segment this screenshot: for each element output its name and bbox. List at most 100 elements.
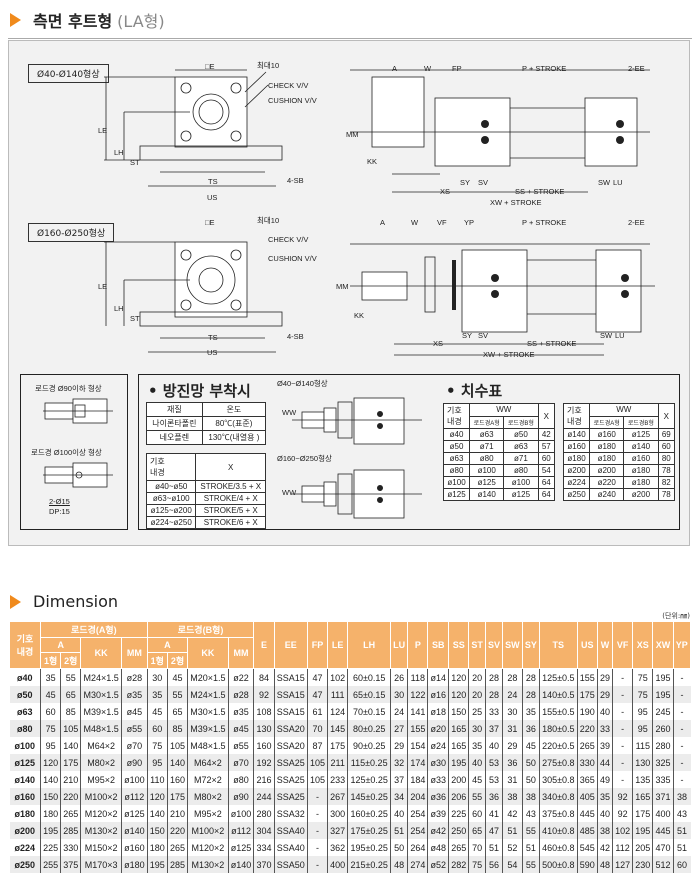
side2-label-p-stroke: P + STROKE — [522, 218, 567, 227]
table-cell: 75 — [468, 856, 486, 873]
table-cell: 145±0.25 — [347, 788, 391, 805]
size-cell: ø40 — [442, 428, 471, 441]
table-cell: 115±0.25 — [347, 754, 391, 771]
size-cell: ø160 — [623, 452, 659, 465]
table-cell: ø16 — [427, 686, 449, 703]
table-cell: 105 — [306, 771, 328, 788]
table-cell: 45 — [146, 703, 168, 720]
ww-header: WW — [469, 403, 539, 417]
table-cell: 105 — [306, 754, 328, 771]
size-cell: ø125 — [623, 428, 659, 441]
table-cell: 130 — [632, 754, 653, 771]
label-ts-2: TS — [208, 333, 218, 342]
table-cell: 20 — [468, 686, 486, 703]
table-cell: ø180 — [120, 856, 148, 873]
label-us: US — [207, 193, 218, 202]
table-cell: 285 — [166, 856, 188, 873]
table-cell: M120×2 — [187, 839, 229, 856]
table-cell: 200 — [448, 771, 469, 788]
table-cell: 180±0.5 — [538, 720, 578, 737]
table-cell: M48×1.5 — [187, 737, 229, 754]
table-cell: M130×2 — [80, 822, 122, 839]
table-cell: 334 — [253, 839, 275, 856]
table-cell: 35 — [39, 668, 61, 686]
table-cell: 55 — [468, 788, 486, 805]
size-cell: ø100 — [503, 476, 539, 489]
table-cell: 211 — [327, 754, 348, 771]
table-cell: 160 — [253, 737, 275, 754]
table-cell: ø50 — [9, 686, 41, 703]
bore-text: 내경 — [150, 468, 165, 477]
table-cell: 445 — [576, 805, 598, 822]
size-cell: ø100 — [469, 464, 505, 477]
table-cell: 150 — [39, 788, 61, 805]
table-cell: 220 — [576, 720, 598, 737]
table-cell: M170×3 — [80, 856, 122, 873]
group-rod-a: 로드경(A형) — [40, 621, 148, 638]
table-cell: 485 — [576, 822, 598, 839]
table-cell: 31 — [502, 720, 523, 737]
boot-ww-label-2: WW — [282, 488, 297, 497]
bore-text: 내경 — [567, 417, 582, 426]
table-cell: 56 — [484, 856, 503, 873]
boot-fig2-label: Ø160~Ø250형상 — [277, 454, 332, 463]
table-cell: 405 — [576, 788, 598, 805]
table-cell: 60 — [672, 856, 691, 873]
table-cell: 38 — [672, 788, 691, 805]
table-cell: 90±0.25 — [347, 737, 391, 754]
table-cell: 195 — [39, 822, 61, 839]
table-cell: SSA40 — [273, 839, 308, 856]
table-cell: 340±0.8 — [538, 788, 578, 805]
table-cell: 155 — [407, 720, 428, 737]
table-cell: 105 — [60, 720, 81, 737]
table-cell: ø200 — [9, 822, 41, 839]
label-de-2: □E — [205, 218, 215, 227]
table-cell: M80×2 — [80, 754, 122, 771]
size-cell: ø125 — [469, 476, 505, 489]
table-cell: - — [672, 668, 691, 686]
table-cell: 70 — [468, 839, 486, 856]
bore-range: ø40~ø50 — [145, 480, 197, 493]
table-cell: 54 — [502, 856, 523, 873]
col-header: SW — [502, 621, 523, 669]
triangle-bullet-icon — [10, 13, 21, 27]
unit-label: (단위:㎜) — [662, 612, 690, 620]
table-cell: 216 — [253, 771, 275, 788]
table-cell: 65 — [468, 822, 486, 839]
side-label-a: A — [392, 64, 398, 73]
side2-label-w: W — [411, 218, 419, 227]
table-cell: ø80 — [9, 720, 41, 737]
table-cell: 590 — [576, 856, 598, 873]
table-cell: 192 — [253, 754, 275, 771]
table-cell: M72×2 — [187, 771, 229, 788]
table-cell: ø100 — [227, 805, 254, 822]
table-cell: 140±0.5 — [538, 686, 578, 703]
table-cell: M20×1.5 — [187, 668, 229, 686]
table-cell: 50 — [521, 754, 540, 771]
table-cell: - — [306, 805, 328, 822]
size-cell: ø63 — [503, 440, 539, 453]
table-cell: ø112 — [120, 788, 148, 805]
rod-end-small-drawing — [43, 398, 113, 424]
col-header: FP — [306, 621, 329, 669]
table-cell: 362 — [327, 839, 348, 856]
table-cell: ø100 — [120, 771, 148, 788]
temperature-header: 온도 — [201, 402, 267, 417]
table-cell: 28 — [521, 686, 540, 703]
table-cell: M64×2 — [187, 754, 229, 771]
table-cell: 112 — [612, 839, 633, 856]
col-header: LH — [347, 621, 392, 669]
table-cell: 300 — [327, 805, 348, 822]
label-de: □E — [205, 62, 215, 71]
label-lh-2: LH — [114, 304, 124, 313]
table-cell: ø125 — [227, 839, 254, 856]
table-cell: 245 — [652, 703, 674, 720]
x-formula: STROKE/3.5 + X — [195, 480, 266, 493]
table-cell: 34 — [390, 788, 408, 805]
